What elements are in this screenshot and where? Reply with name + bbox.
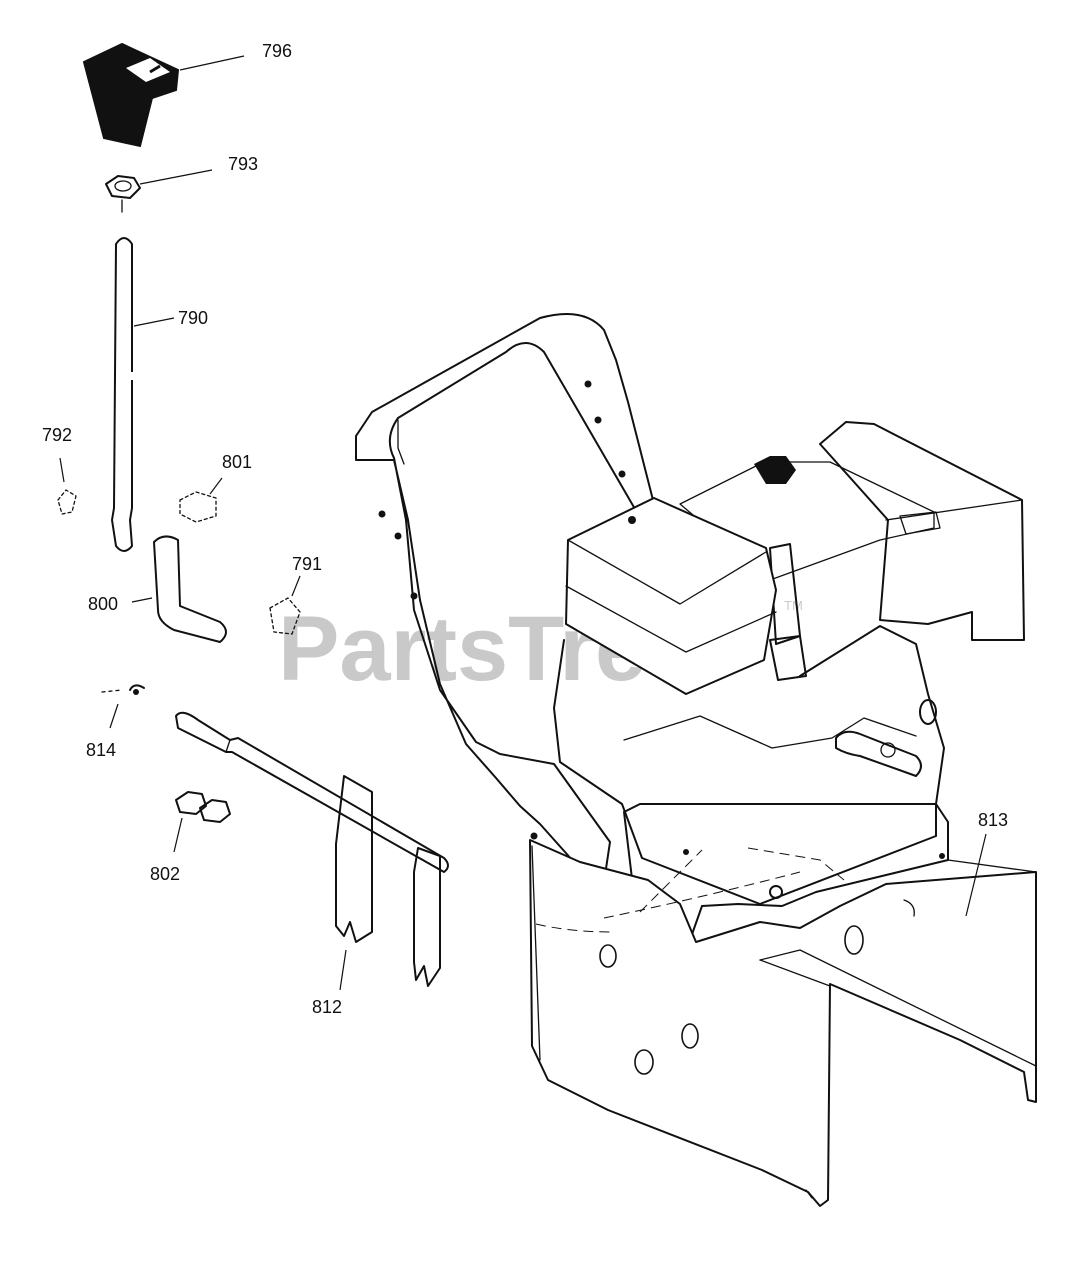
callout-814: 814 [86,740,116,760]
callout-800: 800 [88,594,118,614]
leader-800 [131,597,153,603]
leader-813 [965,833,987,917]
watermark-trademark: TM [784,598,803,613]
part-800-bracket [153,535,227,643]
part-792-pin [57,457,77,515]
leader-802 [173,817,183,853]
callout-792: 792 [42,425,72,445]
part-796-knob [82,42,180,148]
leader-790 [133,317,175,327]
leader-814 [109,703,119,729]
callout-802: 802 [150,864,180,884]
callout-796: 796 [262,41,292,61]
part-814-clip [101,684,145,695]
engine [553,421,1025,941]
part-793-nut [105,175,141,213]
leader-796 [179,55,245,71]
callout-790: 790 [178,308,208,328]
part-791-washer [269,575,301,635]
callout-813: 813 [978,810,1008,830]
leader-793 [139,169,213,185]
part-812-shift-shaft [175,711,449,987]
callout-801: 801 [222,452,252,472]
part-813-frame [529,839,1037,1207]
leader-812 [339,949,347,991]
callout-812: 812 [312,997,342,1017]
part-790-rod [111,237,134,552]
part-802-nuts [175,791,231,823]
callout-791: 791 [292,554,322,574]
callout-793: 793 [228,154,258,174]
part-801-bolt [179,477,223,523]
